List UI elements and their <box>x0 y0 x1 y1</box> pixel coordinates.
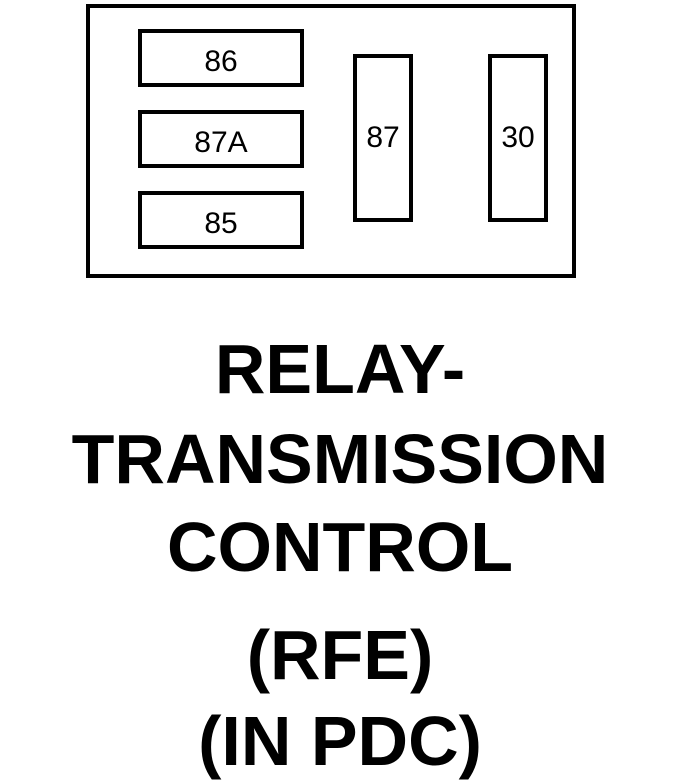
title-line-1: RELAY- <box>214 330 466 408</box>
terminal-86-label: 86 <box>204 45 238 78</box>
terminal-87-label: 87 <box>366 121 400 154</box>
terminal-87a: 87A <box>138 110 304 168</box>
terminal-30: 30 <box>488 54 548 222</box>
title-line-2: TRANSMISSION <box>71 420 609 498</box>
title-line-5: (IN PDC) <box>198 702 482 780</box>
relay-outline <box>86 4 576 278</box>
terminal-87a-label: 87A <box>194 126 248 159</box>
terminal-86: 86 <box>138 29 304 87</box>
terminal-85-label: 85 <box>204 207 238 240</box>
terminal-87: 87 <box>353 54 413 222</box>
terminal-30-label: 30 <box>501 121 535 154</box>
terminal-85: 85 <box>138 191 304 249</box>
title-line-4: (RFE) <box>246 616 434 694</box>
title-line-3: CONTROL <box>166 508 514 586</box>
